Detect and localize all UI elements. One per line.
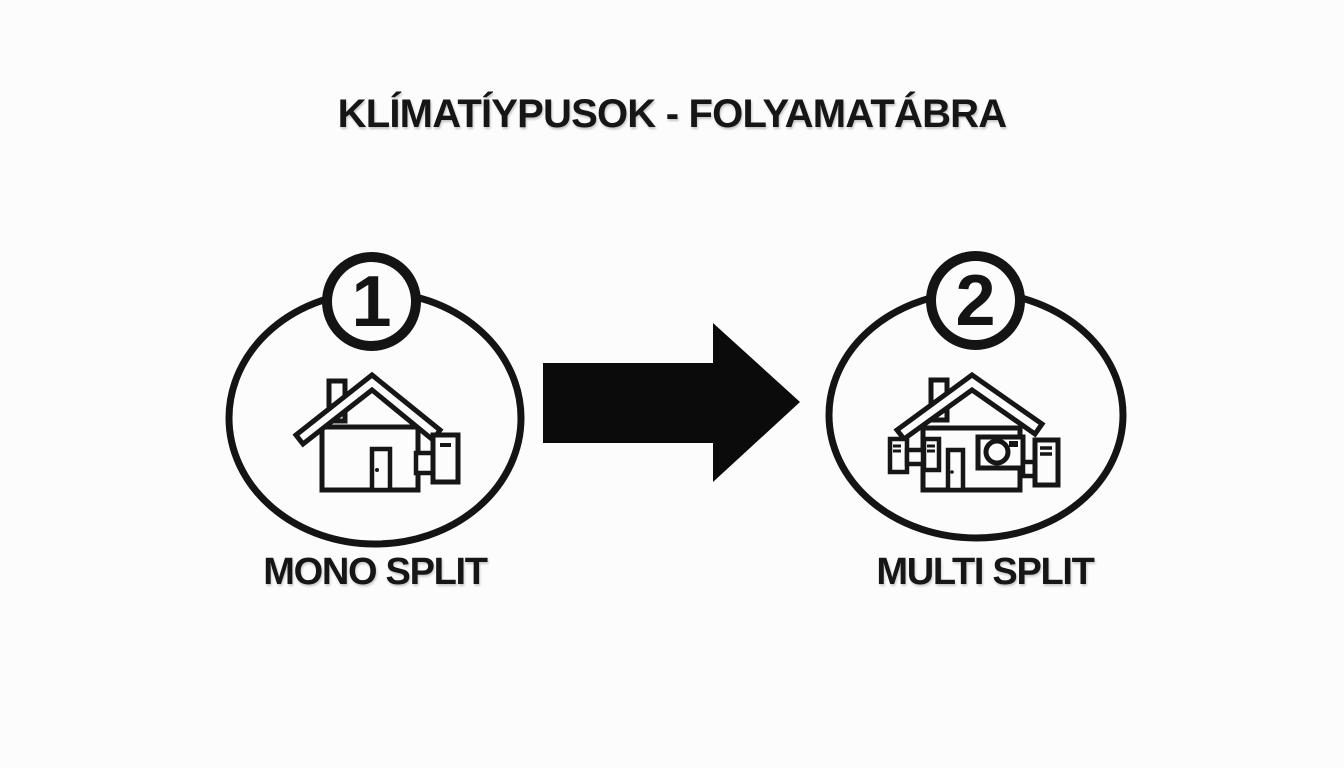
house-door [369, 446, 393, 493]
mono-split-house-icon [292, 371, 461, 493]
step-2-badge: 2 [926, 251, 1025, 350]
outdoor-unit-left [887, 436, 910, 475]
door-knob [375, 468, 379, 472]
step-1-number: 1 [351, 261, 392, 342]
outdoor-unit [430, 432, 461, 485]
pipe-connector-left [904, 447, 926, 467]
house-door [945, 447, 966, 493]
mono-split-label: MONO SPLIT [263, 551, 488, 593]
multi-split-house-icon [887, 371, 1061, 493]
outdoor-unit-right [1032, 437, 1061, 488]
step-1-badge: 1 [322, 252, 421, 351]
fan-circle [983, 438, 1011, 466]
indoor-unit-left [921, 436, 942, 473]
arrow-right-icon [543, 323, 800, 482]
unit-led [1009, 441, 1018, 447]
step-2-number: 2 [955, 260, 996, 341]
door-knob [950, 470, 954, 474]
diagram-title: KLÍMATÍYPUSOK - FOLYAMATÁBRA [337, 92, 1008, 136]
multi-split-label: MULTI SPLIT [876, 551, 1095, 593]
